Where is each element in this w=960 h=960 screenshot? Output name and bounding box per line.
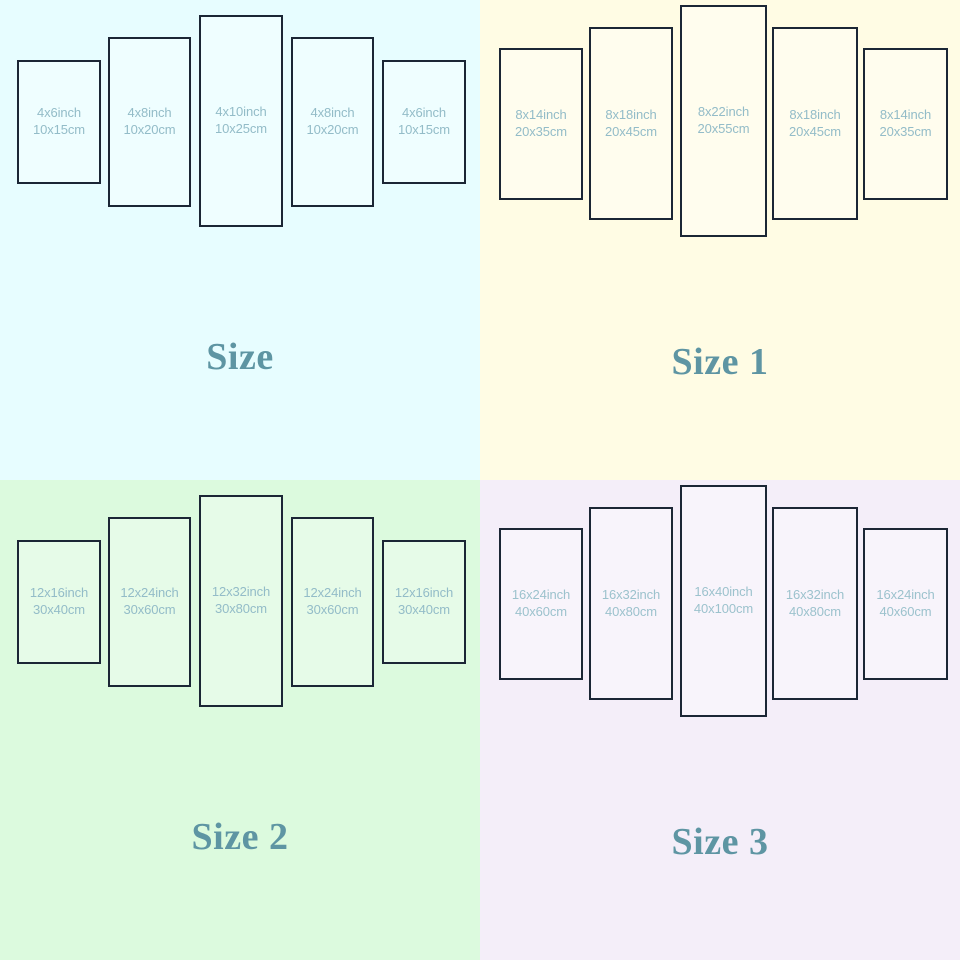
size-panel-label: 12x16inch 30x40cm <box>29 585 89 617</box>
size-panel[interactable]: 12x24inch 30x60cm <box>291 517 374 687</box>
size-panel-label: 12x24inch 30x60cm <box>120 585 179 617</box>
quadrant-title-size-3: Size 3 <box>671 821 769 863</box>
size-panel-label: 16x24inch 40x60cm <box>876 587 935 619</box>
size-panel-label: 12x32inch 30x80cm <box>211 584 271 616</box>
size-panel[interactable]: 12x32inch 30x80cm <box>199 495 283 707</box>
quadrant-size-1: 8x14inch 20x35cm 8x18inch 20x45cm 8x22inch… <box>480 0 960 480</box>
size-panel-label: 4x10inch 10x25cm <box>214 104 268 136</box>
size-panel-label: 8x22inch 20x55cm <box>697 104 750 136</box>
size-panel-label: 4x6inch 10x15cm <box>32 105 86 137</box>
size-panel[interactable]: 4x10inch 10x25cm <box>199 15 283 227</box>
size-panel[interactable]: 4x8inch 10x20cm <box>108 37 191 207</box>
size-panel[interactable]: 4x8inch 10x20cm <box>291 37 374 207</box>
quadrant-title-size: Size <box>206 336 274 378</box>
size-panel-label: 12x24inch 30x60cm <box>303 585 362 617</box>
size-panel-label: 4x8inch 10x20cm <box>306 105 359 137</box>
size-panel-label: 8x14inch 20x35cm <box>514 107 568 139</box>
size-panel[interactable]: 8x18inch 20x45cm <box>772 27 858 220</box>
quadrant-title-size-1: Size 1 <box>671 341 769 383</box>
size-panel[interactable]: 16x32inch 40x80cm <box>589 507 673 700</box>
size-panel[interactable]: 4x6inch 10x15cm <box>382 60 466 184</box>
quadrant-size: 4x6inch 10x15cm 4x8inch 10x20cm 4x10inch 1… <box>0 0 480 480</box>
size-panel-label: 8x14inch 20x35cm <box>879 107 932 139</box>
size-panel-label: 8x18inch 20x45cm <box>604 106 658 139</box>
size-panel[interactable]: 12x16inch 30x40cm <box>17 540 101 664</box>
size-panel[interactable]: 8x14inch 20x35cm <box>863 48 948 200</box>
size-panel[interactable]: 8x18inch 20x45cm <box>589 27 673 220</box>
size-panel[interactable]: 16x32inch 40x80cm <box>772 507 858 700</box>
size-panel[interactable]: 12x24inch 30x60cm <box>108 517 191 687</box>
size-panel-label: 16x32inch 40x80cm <box>785 586 845 619</box>
quadrant-size-2: 12x16inch 30x40cm 12x24inch 30x60cm 12x32i… <box>0 480 480 960</box>
size-panel[interactable]: 16x24inch 40x60cm <box>863 528 948 680</box>
panel-group-size: 4x6inch 10x15cm 4x8inch 10x20cm 4x10inch 1… <box>0 0 480 480</box>
size-panel[interactable]: 8x22inch 20x55cm <box>680 5 767 237</box>
size-panel[interactable]: 16x40inch 40x100cm <box>680 485 767 717</box>
size-panel-label: 4x8inch 10x20cm <box>123 105 176 137</box>
size-panel-label: 16x32inch 40x80cm <box>601 586 661 619</box>
size-panel[interactable]: 16x24inch 40x60cm <box>499 528 583 680</box>
size-panel-label: 8x18inch 20x45cm <box>788 106 842 139</box>
size-panel[interactable]: 4x6inch 10x15cm <box>17 60 101 184</box>
size-panel[interactable]: 12x16inch 30x40cm <box>382 540 466 664</box>
size-panel-label: 4x6inch 10x15cm <box>397 105 451 137</box>
size-panel-label: 16x40inch 40x100cm <box>693 584 754 616</box>
size-panel-label: 16x24inch 40x60cm <box>511 587 571 619</box>
quadrant-size-3: 16x24inch 40x60cm 16x32inch 40x80cm 16x40i… <box>480 480 960 960</box>
size-panel-label: 12x16inch 30x40cm <box>394 585 454 617</box>
quadrant-title-size-2: Size 2 <box>191 816 289 858</box>
size-panel[interactable]: 8x14inch 20x35cm <box>499 48 583 200</box>
panel-group-size-2: 12x16inch 30x40cm 12x24inch 30x60cm 12x32i… <box>0 480 480 960</box>
panel-group-size-3: 16x24inch 40x60cm 16x32inch 40x80cm 16x40i… <box>480 480 960 960</box>
panel-group-size-1: 8x14inch 20x35cm 8x18inch 20x45cm 8x22inch… <box>480 0 960 480</box>
